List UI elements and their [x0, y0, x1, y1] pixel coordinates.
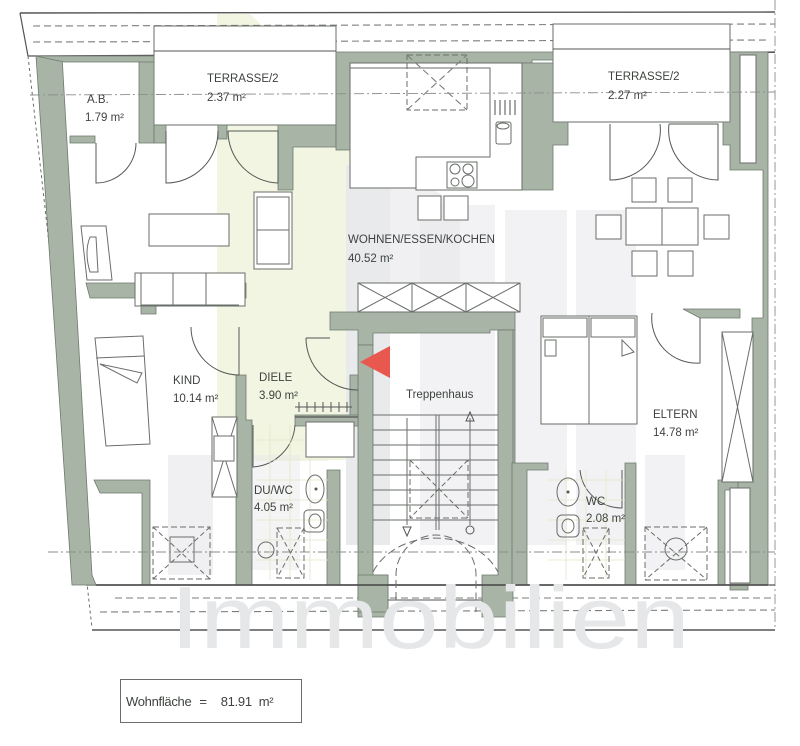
living-area-label: Wohnfläche — [126, 693, 192, 709]
room-label-diele-area: 3.90 m² — [259, 390, 298, 402]
room-label-ab-area: 1.79 m² — [85, 112, 124, 124]
room-label-terrasse-right-area: 2.27 m² — [608, 90, 647, 102]
living-area-summary: Wohnfläche = 81.91 m² — [120, 679, 302, 723]
living-area-equals: = — [199, 693, 207, 709]
furniture — [29, 54, 776, 612]
room-label-wc-name: WC — [586, 496, 605, 508]
terrace-right — [552, 23, 731, 123]
doors — [95, 123, 719, 509]
room-label-terrasse-right-name: TERRASSE/2 — [608, 71, 680, 83]
room-label-wohnen-area: 40.52 m² — [348, 253, 394, 265]
room-label-wc-area: 2.08 m² — [586, 513, 625, 525]
bathroom-du-wc — [213, 421, 355, 580]
room-label-du-wc-name: DU/WC — [254, 485, 293, 497]
room-label-ab-name: A.B. — [87, 94, 109, 106]
inner-lines — [96, 584, 768, 601]
room-label-terrasse-left-area: 2.37 m² — [207, 92, 246, 104]
room-label-treppenhaus-name: Treppenhaus — [406, 389, 474, 401]
terrace-left — [153, 25, 337, 126]
watermark-text: Immobilien — [170, 568, 690, 667]
room-label-eltern-name: ELTERN — [653, 409, 698, 421]
walls — [35, 51, 769, 618]
living-area-value: 81.91 — [220, 693, 252, 709]
bathroom-wc — [548, 470, 625, 580]
room-label-wohnen-name: WOHNEN/ESSEN/KOCHEN — [348, 234, 495, 246]
room-label-diele-name: DIELE — [259, 372, 293, 384]
doormat — [295, 402, 352, 412]
room-label-eltern-area: 14.78 m² — [653, 427, 699, 439]
room-labels: A.B. 1.79 m² TERRASSE/2 2.37 m² TERRASSE… — [85, 71, 699, 525]
room-label-kind-name: KIND — [173, 375, 200, 387]
room-label-terrasse-left-name: TERRASSE/2 — [207, 73, 279, 85]
living-area-unit: m² — [258, 693, 274, 709]
entrance-arrow-icon — [360, 346, 390, 378]
room-label-du-wc-area: 4.05 m² — [254, 502, 293, 514]
room-label-kind-area: 10.14 m² — [173, 393, 219, 405]
